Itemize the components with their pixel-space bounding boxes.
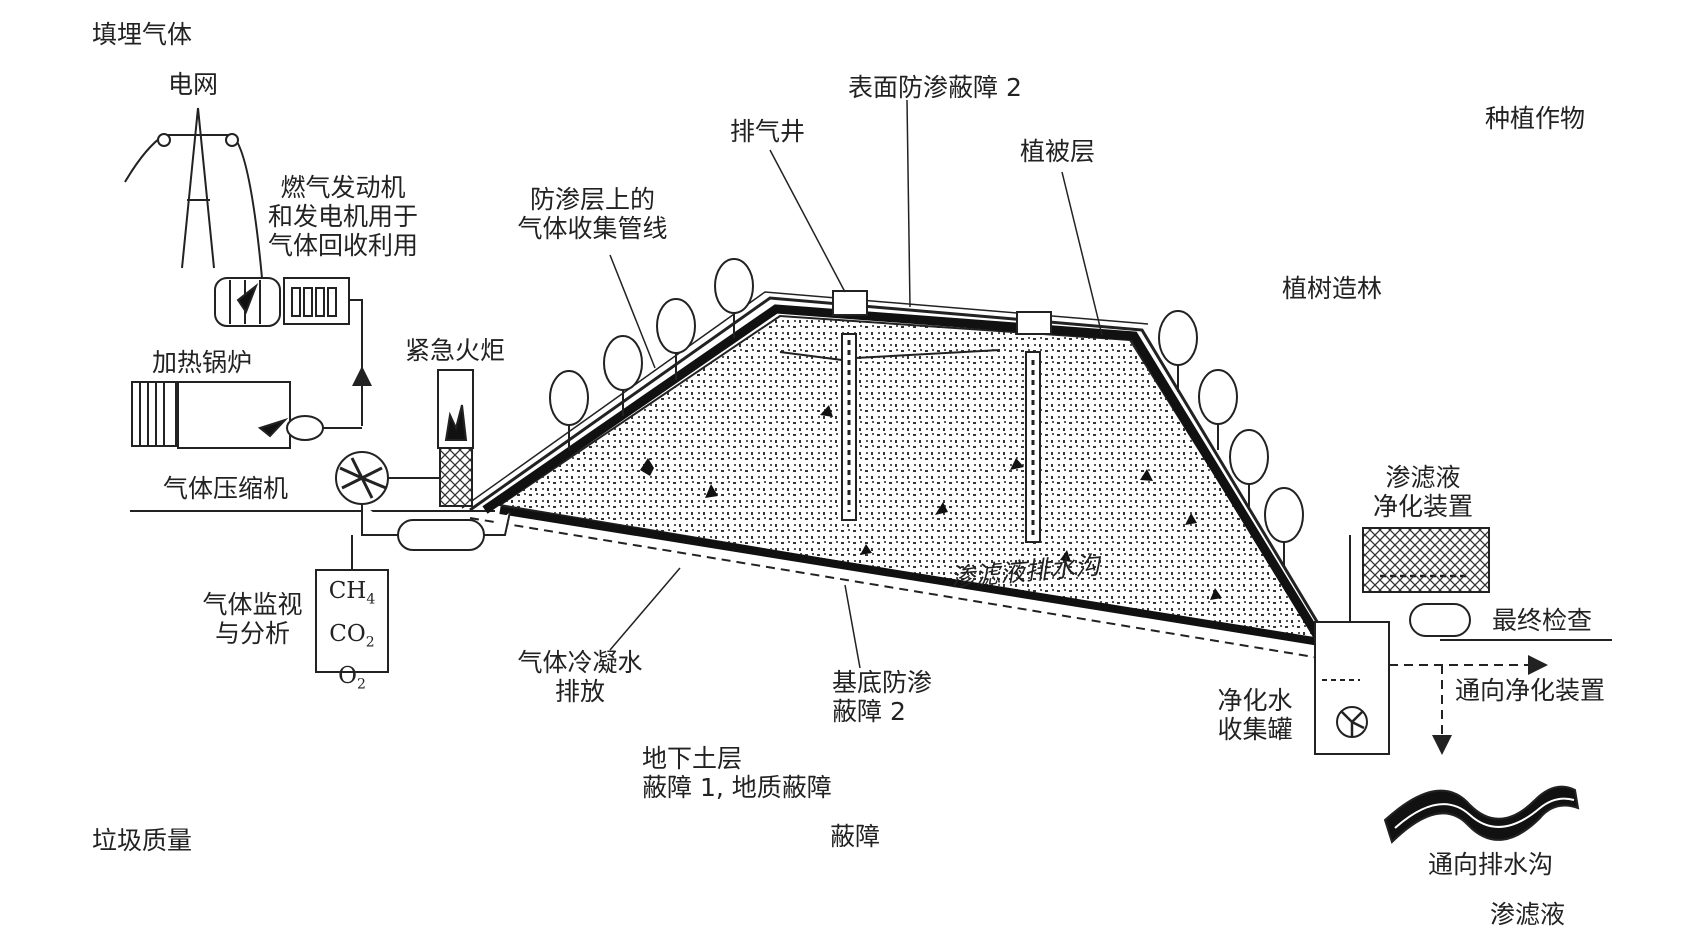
label-base-barrier-line1: 基底防渗 <box>832 668 933 697</box>
tree <box>1198 369 1238 450</box>
label-leachate-treatment: 渗滤液 净化装置 <box>1348 463 1498 521</box>
leachate-treatment-unit <box>1349 527 1490 700</box>
label-gas-engine-line3: 气体回收利用 <box>267 231 418 260</box>
outflow-arrows <box>1389 655 1548 755</box>
label-surface-barrier: 表面防渗蔽障 2 <box>848 73 1022 102</box>
label-final-check: 最终检查 <box>1492 606 1593 635</box>
emergency-flare <box>437 369 474 507</box>
label-gas-engine-line1: 燃气发动机 <box>280 173 406 202</box>
ground-line <box>130 510 1612 641</box>
gas-analysis-box <box>315 535 389 673</box>
tree <box>1264 487 1304 568</box>
label-vegetation-layer: 植被层 <box>1020 137 1096 166</box>
clean-water-tank <box>1314 621 1390 755</box>
label-gas-engine: 燃气发动机 和发电机用于 气体回收利用 <box>248 173 438 260</box>
label-waste-quality: 垃圾质量 <box>92 826 193 855</box>
tree <box>603 335 643 416</box>
label-to-drain: 通向排水沟 <box>1428 850 1554 879</box>
tree <box>1229 429 1269 510</box>
label-leachate-treatment-line2: 净化装置 <box>1372 492 1473 521</box>
label-subsoil-line2: 蔽障 1, 地质蔽障 <box>642 773 832 802</box>
label-clean-water-line1: 净化水 <box>1217 686 1293 715</box>
gas-engine-generator <box>214 277 363 426</box>
label-vent-well: 排气井 <box>730 117 806 146</box>
label-to-treatment: 通向净化装置 <box>1455 676 1606 705</box>
label-gas-monitor-line1: 气体监视 <box>202 590 303 619</box>
label-condensate-line2: 排放 <box>554 677 605 706</box>
tree <box>656 298 696 380</box>
label-condensate: 气体冷凝水 排放 <box>505 648 655 706</box>
label-collection-pipe-line1: 防渗层上的 <box>529 185 655 214</box>
power-pylon <box>124 107 263 279</box>
gas-ch4: CH4 <box>328 578 376 608</box>
gas-o2: O2 <box>338 663 366 693</box>
ditch-highlight <box>1394 797 1575 829</box>
drainage-ditch <box>1383 785 1580 844</box>
label-landfill-gas: 填埋气体 <box>92 20 193 49</box>
label-emergency-flare: 紧急火炬 <box>405 336 506 365</box>
tree <box>549 370 589 450</box>
label-subsoil-line1: 地下土层 <box>642 744 743 773</box>
gas-components: CH4 CO2 O2 <box>316 574 388 702</box>
label-leachate: 渗滤液 <box>1490 900 1566 929</box>
trees <box>549 258 1304 568</box>
label-subsoil: 地下土层 蔽障 1, 地质蔽障 <box>642 744 832 802</box>
label-collection-pipe-line2: 气体收集管线 <box>517 214 668 243</box>
heating-boiler <box>131 381 362 449</box>
label-afforestation: 植树造林 <box>1282 274 1383 303</box>
label-barrier: 蔽障 <box>830 822 881 851</box>
label-clean-water-line2: 收集罐 <box>1217 715 1293 744</box>
label-base-barrier-line2: 蔽障 2 <box>832 697 906 726</box>
label-heating-boiler: 加热锅炉 <box>152 348 253 377</box>
leader-lines <box>609 99 1103 669</box>
label-crops: 种植作物 <box>1485 104 1586 133</box>
label-gas-engine-line2: 和发电机用于 <box>267 202 418 231</box>
landfill-body <box>461 291 1330 659</box>
label-clean-water-tank: 净化水 收集罐 <box>1200 686 1310 744</box>
label-power-grid: 电网 <box>168 70 219 99</box>
label-leachate-treatment-line1: 渗滤液 <box>1385 463 1461 492</box>
vent-wells <box>779 290 1052 543</box>
gas-co2: CO2 <box>329 620 375 651</box>
label-gas-monitor: 气体监视 与分析 <box>190 590 315 648</box>
label-gas-compressor: 气体压缩机 <box>163 474 289 503</box>
label-collection-pipe: 防渗层上的 气体收集管线 <box>500 185 685 243</box>
condensate-tank <box>397 511 511 551</box>
tree <box>1158 310 1198 392</box>
label-condensate-line1: 气体冷凝水 <box>517 648 643 677</box>
tree <box>714 258 754 338</box>
label-gas-monitor-line2: 与分析 <box>214 619 290 648</box>
label-base-barrier: 基底防渗 蔽障 2 <box>832 668 932 726</box>
